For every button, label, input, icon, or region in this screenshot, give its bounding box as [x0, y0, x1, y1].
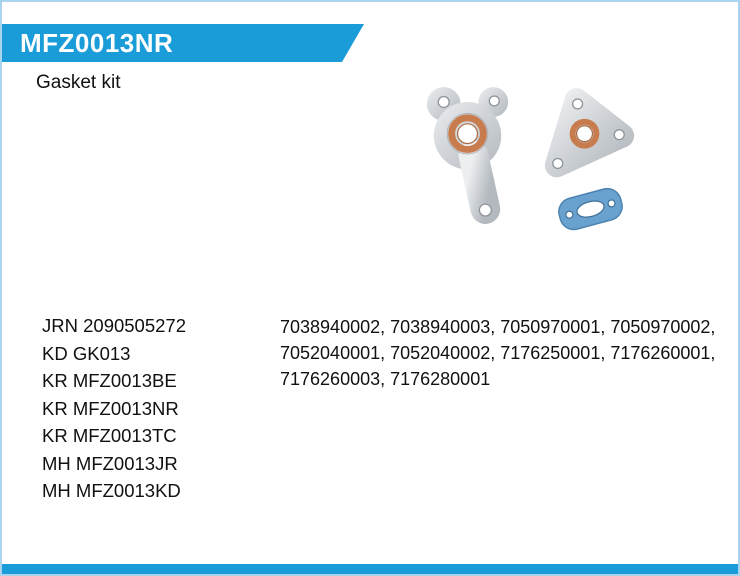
- cross-reference-item: KR MFZ0013TC: [42, 425, 177, 446]
- cross-reference-item: KR MFZ0013BE: [42, 370, 177, 391]
- oem-number-list: 7038940002, 7038940003, 7050970001, 7050…: [280, 317, 716, 389]
- cross-reference-item: MH MFZ0013JR: [42, 452, 178, 474]
- gasket-kit-photo: [426, 87, 635, 231]
- cross-reference-list: JRN 2090505272 KD GK013 KR MFZ0013BE KR …: [42, 312, 186, 505]
- bottom-accent-bar: [2, 564, 738, 574]
- part-number-banner: MFZ0013NR: [2, 24, 364, 62]
- part-description: Gasket kit: [36, 72, 121, 93]
- blue-gasket-icon: [558, 187, 623, 231]
- cross-reference-item: KR MFZ0013NR: [42, 397, 179, 419]
- cross-reference-item: JRN 2090505272: [42, 315, 186, 336]
- metal-gasket-left-icon: [426, 87, 509, 224]
- metal-gasket-right-icon: [544, 88, 635, 178]
- cross-reference-item: KD GK013: [42, 342, 131, 364]
- cross-reference-item: MH MFZ0013KD: [42, 480, 181, 501]
- part-number: MFZ0013NR: [20, 27, 174, 58]
